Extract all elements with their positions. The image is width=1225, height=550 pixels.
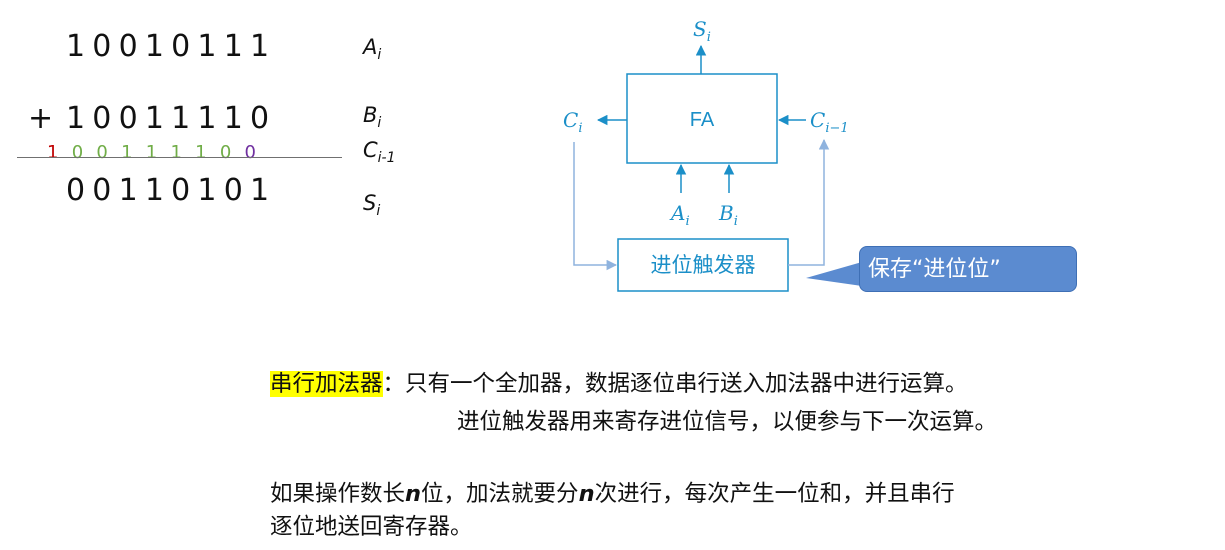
- carry-to-flipflop-line: [573, 142, 618, 271]
- p2-n-second: n: [578, 481, 595, 507]
- callout-save-carry: 保存“进位位”: [859, 246, 1077, 292]
- callout-pointer: [806, 262, 862, 286]
- label-s-i: Si: [363, 191, 381, 219]
- carry-digit: 0: [96, 142, 108, 163]
- addend-b: 10011110: [66, 101, 277, 136]
- label-c-i-1: Ci-1: [363, 138, 396, 166]
- carry-digit: 1: [47, 142, 59, 163]
- term-colon: ：: [382, 371, 406, 397]
- sum-output-label: Si: [693, 17, 711, 45]
- para1-line1: 只有一个全加器，数据逐位串行送入加法器中进行运算。: [405, 371, 968, 397]
- addend-a: 10010111: [66, 29, 277, 64]
- p2-part-b: 位，加法就要分: [421, 481, 579, 507]
- carry-digit: 1: [145, 142, 158, 163]
- paragraph-n-bit: 如果操作数长n位，加法就要分n次进行，每次产生一位和，并且串行: [270, 476, 955, 508]
- plus-sign: +: [28, 101, 54, 136]
- sum-rule: [17, 157, 342, 158]
- para1-line2: 进位触发器用来寄存进位信号，以便参与下一次运算。: [457, 409, 998, 435]
- paragraph-serial-adder: 串行加法器：只有一个全加器，数据逐位串行送入加法器中进行运算。: [270, 366, 968, 398]
- label-b-i: Bi: [363, 103, 382, 131]
- carry-digit: 1: [195, 142, 207, 163]
- label-a-i: Ai: [363, 35, 382, 63]
- flipflop-to-carry-line: [788, 138, 830, 266]
- a-input-label: Ai: [669, 201, 690, 229]
- p2-n-first: n: [405, 481, 422, 507]
- carry-digit: 0: [71, 142, 84, 163]
- carry-output-label: Ci: [563, 108, 582, 136]
- full-adder-box: [626, 73, 778, 164]
- carry-flipflop-label: 进位触发器: [651, 253, 756, 277]
- carry-digit: 0: [244, 142, 256, 163]
- b-input-label: Bi: [718, 201, 738, 229]
- carry-digit: 0: [219, 142, 232, 163]
- p2-part-c: 次进行，每次产生一位和，并且串行: [594, 481, 955, 507]
- carry-input-label: Ci−1: [810, 108, 849, 136]
- carry-digit: 1: [121, 142, 133, 163]
- p2-part-a: 如果操作数长: [270, 481, 406, 507]
- term-serial-adder: 串行加法器: [270, 371, 383, 397]
- sum-s: 00110101: [66, 173, 277, 208]
- full-adder-label: FA: [690, 109, 715, 131]
- carry-digit: 1: [170, 142, 182, 163]
- paragraph-n-bit-line2: 逐位地送回寄存器。: [270, 514, 473, 540]
